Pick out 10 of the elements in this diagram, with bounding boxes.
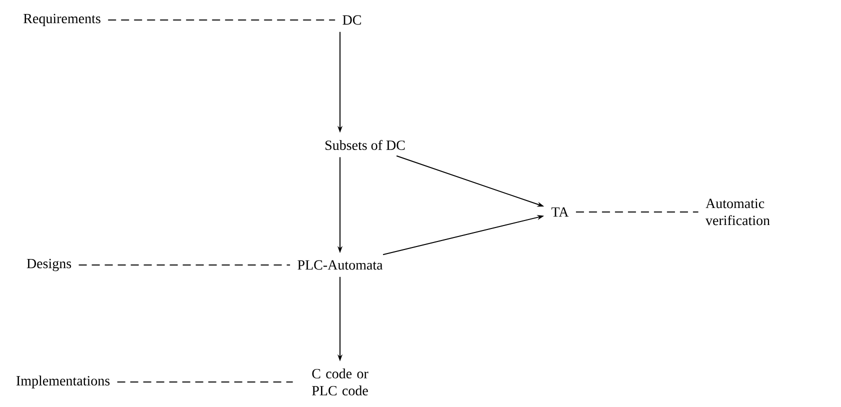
text-label: Subsets of DC (326, 140, 405, 150)
text-label: Implementations (16, 376, 110, 388)
text-label: Requirements (24, 14, 100, 26)
dashed-line (78, 264, 291, 266)
text-label: DC (342, 15, 361, 25)
text-label: C code or PLC code (312, 368, 368, 396)
text-label: TA (551, 207, 569, 217)
text-label: Designs (26, 258, 72, 272)
text-label: Automatic verification (706, 198, 770, 226)
text-label: PLC-Automata (298, 260, 383, 270)
